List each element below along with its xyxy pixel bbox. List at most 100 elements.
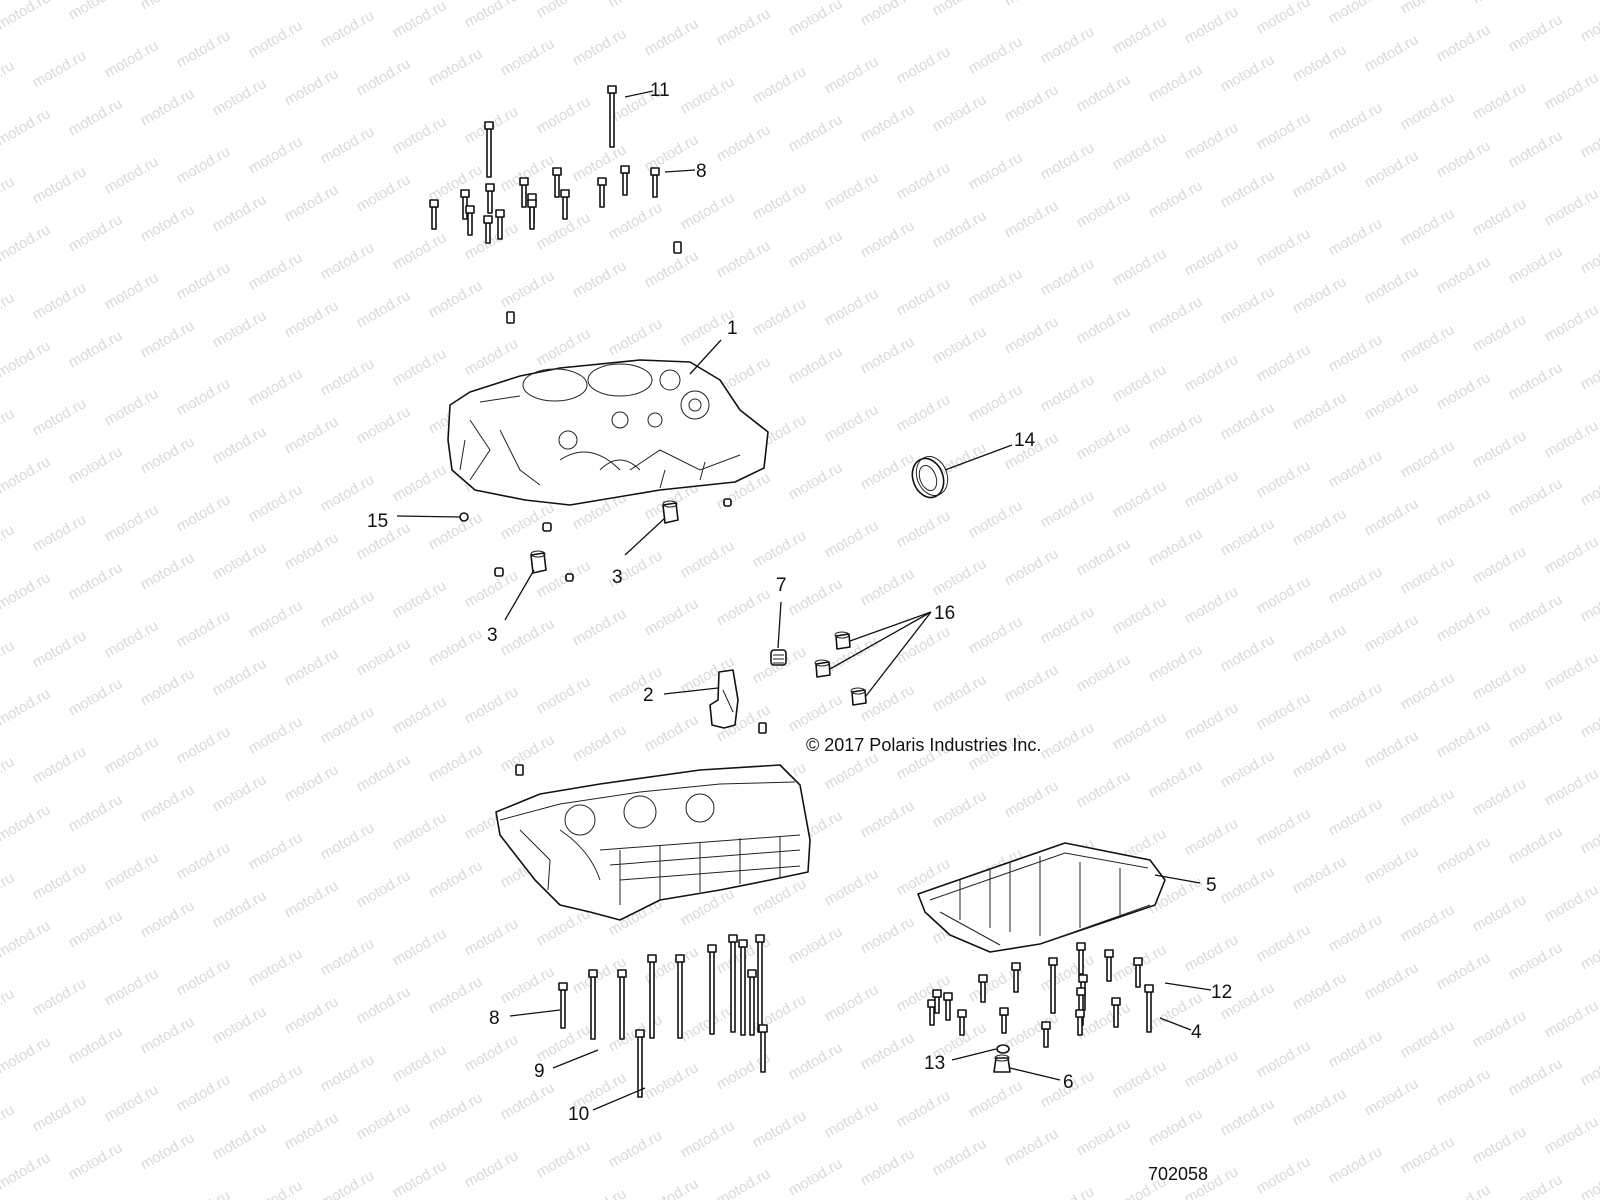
- watermark-text: motod.ru: [1398, 437, 1458, 481]
- copyright-notice: © 2017 Polaris Industries Inc.: [806, 735, 1041, 755]
- watermark-text: motod.ru: [678, 1001, 738, 1045]
- watermark-text: motod.ru: [1218, 747, 1278, 791]
- watermark-text: motod.ru: [0, 57, 17, 101]
- watermark-text: motod.ru: [102, 385, 162, 429]
- watermark-text: motod.ru: [1182, 351, 1242, 395]
- watermark-text: motod.ru: [1002, 0, 1062, 9]
- watermark-text: motod.ru: [498, 731, 558, 775]
- watermark-text: motod.ru: [0, 221, 53, 265]
- watermark-text: motod.ru: [462, 915, 522, 959]
- watermark-text: motod.ru: [498, 499, 558, 543]
- watermark-text: motod.ru: [1146, 525, 1206, 569]
- watermark-text: motod.ru: [1398, 669, 1458, 713]
- watermark-text: motod.ru: [1362, 31, 1422, 75]
- watermark-text: motod.ru: [0, 0, 53, 33]
- callout-13: 13: [924, 1053, 945, 1074]
- watermark-text: motod.ru: [642, 711, 702, 755]
- watermark-text: motod.ru: [102, 501, 162, 545]
- bolt-head: [560, 189, 570, 198]
- watermark-text: motod.ru: [138, 433, 198, 477]
- watermark-text: motod.ru: [66, 1023, 126, 1067]
- watermark-text: motod.ru: [246, 365, 306, 409]
- bolt-shank: [1146, 991, 1152, 1033]
- watermark-text: motod.ru: [1434, 253, 1494, 297]
- watermark-text: motod.ru: [1074, 651, 1134, 695]
- watermark-text: motod.ru: [0, 685, 53, 729]
- callout-3b: 3: [487, 625, 498, 646]
- watermark-text: motod.ru: [534, 93, 594, 137]
- watermark-text: motod.ru: [174, 375, 234, 419]
- callout-15: 15: [367, 511, 388, 532]
- bolt-head: [747, 969, 757, 978]
- watermark-text: motod.ru: [246, 713, 306, 757]
- watermark-text: motod.ru: [1362, 263, 1422, 307]
- watermark-text: motod.ru: [66, 907, 126, 951]
- watermark-text: motod.ru: [1038, 487, 1098, 531]
- watermark-text: motod.ru: [1074, 187, 1134, 231]
- watermark-text: motod.ru: [0, 753, 17, 797]
- watermark-text: motod.ru: [1398, 1017, 1458, 1061]
- watermark-text: motod.ru: [714, 5, 774, 49]
- callout-12: 12: [1211, 982, 1232, 1003]
- plug: [459, 512, 469, 522]
- watermark-text: motod.ru: [1110, 1057, 1170, 1101]
- watermark-text: motod.ru: [246, 1177, 306, 1200]
- watermark-text: motod.ru: [642, 1059, 702, 1103]
- watermark-text: motod.ru: [966, 149, 1026, 193]
- bolt-shank: [560, 989, 566, 1029]
- bolt-shank: [485, 222, 491, 244]
- watermark-text: motod.ru: [1398, 901, 1458, 945]
- watermark-text: motod.ru: [966, 265, 1026, 309]
- watermark-text: motod.ru: [174, 491, 234, 535]
- watermark-text: motod.ru: [1362, 147, 1422, 191]
- watermark-text: motod.ru: [1506, 359, 1566, 403]
- watermark-text: motod.ru: [1362, 959, 1422, 1003]
- watermark-text: motod.ru: [426, 1089, 486, 1133]
- watermark-text: motod.ru: [894, 391, 954, 435]
- callout-9: 9: [534, 1061, 545, 1082]
- watermark-text: motod.ru: [1290, 41, 1350, 85]
- watermark-text: motod.ru: [1254, 1037, 1314, 1081]
- watermark-text: motod.ru: [0, 1101, 17, 1145]
- watermark-text: motod.ru: [1254, 689, 1314, 733]
- callout-10: 10: [568, 1104, 589, 1125]
- watermark-text: motod.ru: [1578, 929, 1600, 973]
- watermark-text: motod.ru: [1434, 717, 1494, 761]
- watermark-text: motod.ru: [1326, 331, 1386, 375]
- bolt-head: [758, 1024, 768, 1033]
- watermark-text: motod.ru: [858, 913, 918, 957]
- watermark-text: motod.ru: [1578, 813, 1600, 857]
- watermark-text: motod.ru: [318, 123, 378, 167]
- watermark-text: motod.ru: [1182, 467, 1242, 511]
- watermark-text: motod.ru: [138, 0, 198, 13]
- watermark-text: motod.ru: [102, 733, 162, 777]
- watermark-text: motod.ru: [1146, 1105, 1206, 1149]
- watermark-text: motod.ru: [0, 1033, 53, 1077]
- bolt-shank: [934, 996, 940, 1014]
- watermark-text: motod.ru: [1326, 795, 1386, 839]
- bolt-head: [1078, 974, 1088, 983]
- watermark-text: motod.ru: [102, 849, 162, 893]
- bolt-head: [1104, 949, 1114, 958]
- drain-plug: [993, 1054, 1011, 1073]
- watermark-text: motod.ru: [390, 0, 450, 41]
- bolt-shank: [1113, 1004, 1119, 1028]
- watermark-text: motod.ru: [750, 295, 810, 339]
- watermark-text: motod.ru: [1470, 659, 1530, 703]
- watermark-text: motod.ru: [1578, 1, 1600, 45]
- watermark-text: motod.ru: [894, 623, 954, 667]
- watermark-text: motod.ru: [1398, 0, 1458, 17]
- watermark-text: motod.ru: [930, 91, 990, 135]
- watermark-text: motod.ru: [66, 211, 126, 255]
- watermark-text: motod.ru: [1542, 533, 1600, 577]
- watermark-text: motod.ru: [138, 85, 198, 129]
- watermark-text: motod.ru: [930, 555, 990, 599]
- bolt-head: [647, 954, 657, 963]
- watermark-text: motod.ru: [606, 0, 666, 11]
- watermark-text: motod.ru: [930, 207, 990, 251]
- watermark-text: motod.ru: [66, 0, 126, 23]
- watermark-text: motod.ru: [1002, 777, 1062, 821]
- watermark-text: motod.ru: [930, 787, 990, 831]
- watermark-text: motod.ru: [354, 983, 414, 1027]
- watermark-text: motod.ru: [66, 675, 126, 719]
